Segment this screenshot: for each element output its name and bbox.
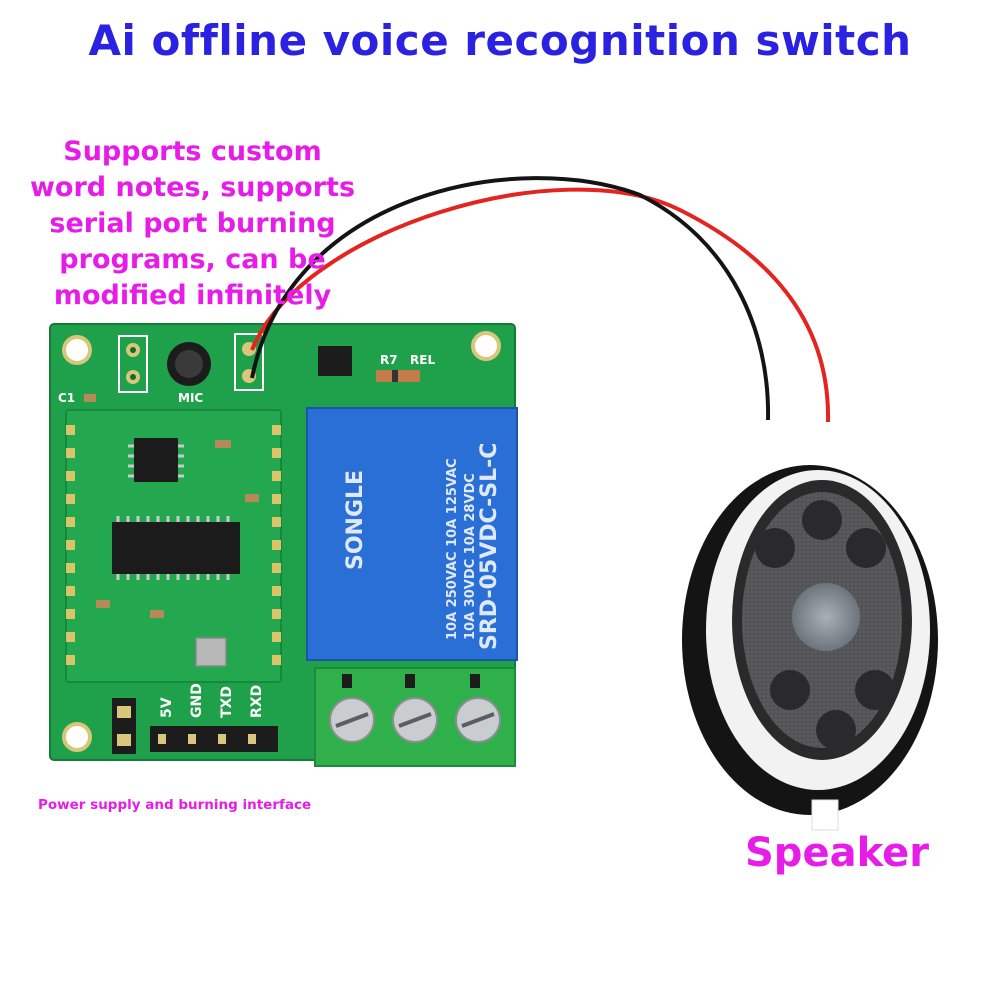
relay-model: SRD-05VDC-SL-C — [477, 443, 502, 650]
wire-black — [250, 176, 771, 421]
feature-note-line: Supports custom — [63, 136, 322, 167]
screw-terminal — [314, 667, 516, 767]
feature-note-line: modified infinitely — [53, 280, 332, 311]
mount-hole — [62, 335, 92, 365]
voice-chip — [112, 522, 240, 574]
relay-rating-dc: 10A 30VDC 10A 28VDC — [463, 473, 478, 640]
speaker — [682, 465, 938, 831]
page-title: Ai offline voice recognition switch — [88, 16, 912, 65]
power-interface-caption: Power supply and burning interface — [38, 797, 312, 813]
pcb-board: SONGLE SRD-05VDC-SL-C 10A 250VAC 10A 125… — [49, 323, 518, 767]
mount-hole — [62, 722, 92, 752]
crystal — [195, 637, 227, 667]
feature-note-line: programs, can be — [59, 244, 326, 275]
relay-brand: SONGLE — [343, 470, 368, 570]
mic-pins — [118, 335, 148, 393]
castellated-pads — [66, 425, 281, 665]
feature-note: Supports custom word notes, supports ser… — [10, 134, 375, 314]
speaker-caption: Speaker — [745, 830, 929, 876]
feature-note-line: word notes, supports — [29, 172, 356, 203]
relay: SONGLE SRD-05VDC-SL-C 10A 250VAC 10A 125… — [306, 407, 518, 661]
mount-hole — [471, 331, 501, 361]
feature-note-line: serial port burning — [49, 208, 336, 239]
relay-rating-ac: 10A 250VAC 10A 125VAC — [445, 458, 460, 640]
power-header — [112, 698, 278, 754]
flash-chip — [134, 438, 178, 482]
